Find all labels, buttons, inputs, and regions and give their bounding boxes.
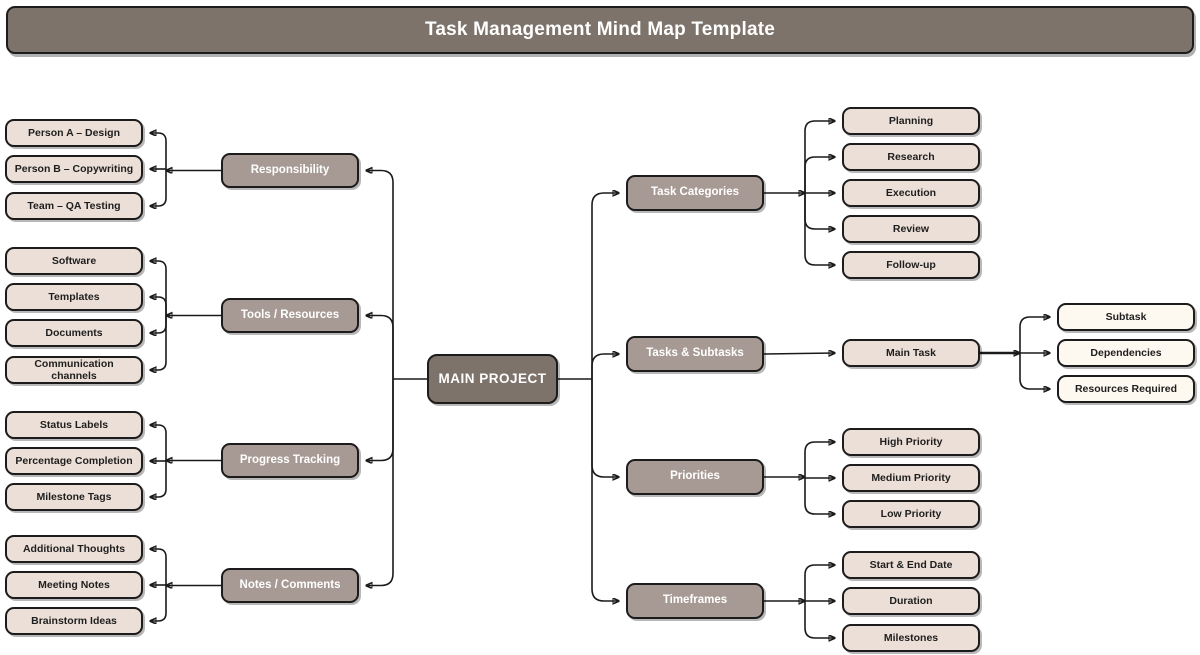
page-title: Task Management Mind Map Template — [6, 6, 1194, 54]
leaf-node-low-priority[interactable]: Low Priority — [842, 500, 980, 528]
leaf-node-start-and-end-date[interactable]: Start & End Date — [842, 551, 980, 579]
subleaf-node-resources-required[interactable]: Resources Required — [1057, 375, 1195, 403]
node-label: Follow-up — [886, 258, 936, 271]
node-label: Communication channels — [34, 357, 114, 382]
node-label: Milestones — [883, 631, 939, 644]
leaf-node-templates[interactable]: Templates — [5, 283, 143, 311]
node-label: Person B – Copywriting — [14, 162, 134, 175]
leaf-node-person-a-design[interactable]: Person A – Design — [5, 119, 143, 147]
node-label: Status Labels — [39, 418, 109, 431]
leaf-node-percentage-completion[interactable]: Percentage Completion — [5, 447, 143, 475]
node-label: Responsibility — [250, 163, 330, 176]
leaf-node-follow-up[interactable]: Follow-up — [842, 251, 980, 279]
node-label: Templates — [48, 290, 100, 303]
node-label: Tools / Resources — [240, 308, 340, 321]
branch-node-notes-comments[interactable]: Notes / Comments — [221, 568, 359, 603]
leaf-node-high-priority[interactable]: High Priority — [842, 428, 980, 456]
leaf-node-research[interactable]: Research — [842, 143, 980, 171]
leaf-node-additional-thoughts[interactable]: Additional Thoughts — [5, 535, 143, 563]
leaf-node-software[interactable]: Software — [5, 247, 143, 275]
branch-node-progress-tracking[interactable]: Progress Tracking — [221, 443, 359, 478]
leaf-node-communication-channels[interactable]: Communication channels — [5, 356, 143, 384]
subleaf-node-dependencies[interactable]: Dependencies — [1057, 339, 1195, 367]
node-label: MAIN PROJECT — [438, 371, 547, 387]
leaf-node-documents[interactable]: Documents — [5, 319, 143, 347]
branch-node-task-categories[interactable]: Task Categories — [626, 175, 764, 211]
node-label: Documents — [45, 326, 103, 339]
branch-node-tasks-and-subtasks[interactable]: Tasks & Subtasks — [626, 336, 764, 372]
leaf-node-medium-priority[interactable]: Medium Priority — [842, 464, 980, 492]
node-label: High Priority — [879, 435, 943, 448]
node-label: Meeting Notes — [38, 578, 110, 591]
node-label: Low Priority — [880, 507, 942, 520]
node-label: Duration — [889, 594, 933, 607]
leaf-node-main-task[interactable]: Main Task — [842, 339, 980, 367]
branch-node-responsibility[interactable]: Responsibility — [221, 153, 359, 188]
node-label: Timeframes — [662, 594, 728, 607]
leaf-node-review[interactable]: Review — [842, 215, 980, 243]
node-label: Software — [51, 254, 97, 267]
node-label: Review — [892, 222, 930, 235]
branch-node-tools-resources[interactable]: Tools / Resources — [221, 298, 359, 333]
node-label: Execution — [885, 186, 937, 199]
node-label: Percentage Completion — [15, 454, 133, 467]
node-label: Progress Tracking — [239, 453, 341, 466]
node-label: Milestone Tags — [36, 490, 112, 503]
node-label: Main Task — [886, 346, 936, 359]
branch-node-priorities[interactable]: Priorities — [626, 459, 764, 495]
node-label: Planning — [888, 114, 934, 127]
leaf-node-team-qa-testing[interactable]: Team – QA Testing — [5, 192, 143, 220]
node-label: Medium Priority — [871, 471, 951, 484]
leaf-node-planning[interactable]: Planning — [842, 107, 980, 135]
subleaf-node-subtask[interactable]: Subtask — [1057, 303, 1195, 331]
leaf-node-milestone-tags[interactable]: Milestone Tags — [5, 483, 143, 511]
node-label: Start & End Date — [869, 558, 953, 571]
leaf-node-duration[interactable]: Duration — [842, 587, 980, 615]
leaf-node-execution[interactable]: Execution — [842, 179, 980, 207]
node-label: Resources Required — [1074, 382, 1178, 395]
node-label: Task Categories — [651, 186, 739, 199]
node-label: Additional Thoughts — [22, 542, 126, 555]
node-label: Team – QA Testing — [27, 199, 121, 212]
leaf-node-milestones[interactable]: Milestones — [842, 624, 980, 652]
branch-node-timeframes[interactable]: Timeframes — [626, 583, 764, 619]
leaf-node-status-labels[interactable]: Status Labels — [5, 411, 143, 439]
leaf-node-person-b-copywriting[interactable]: Person B – Copywriting — [5, 155, 143, 183]
node-label: Dependencies — [1090, 346, 1162, 359]
node-label: Tasks & Subtasks — [646, 347, 744, 360]
node-label: Brainstorm Ideas — [31, 614, 117, 627]
node-label: Person A – Design — [28, 126, 120, 139]
leaf-node-meeting-notes[interactable]: Meeting Notes — [5, 571, 143, 599]
node-label: Research — [887, 150, 935, 163]
node-label: Priorities — [670, 470, 720, 483]
leaf-node-brainstorm-ideas[interactable]: Brainstorm Ideas — [5, 607, 143, 635]
root-node-main-project[interactable]: MAIN PROJECT — [427, 354, 558, 404]
node-label: Notes / Comments — [239, 578, 341, 591]
node-label: Subtask — [1105, 310, 1147, 323]
